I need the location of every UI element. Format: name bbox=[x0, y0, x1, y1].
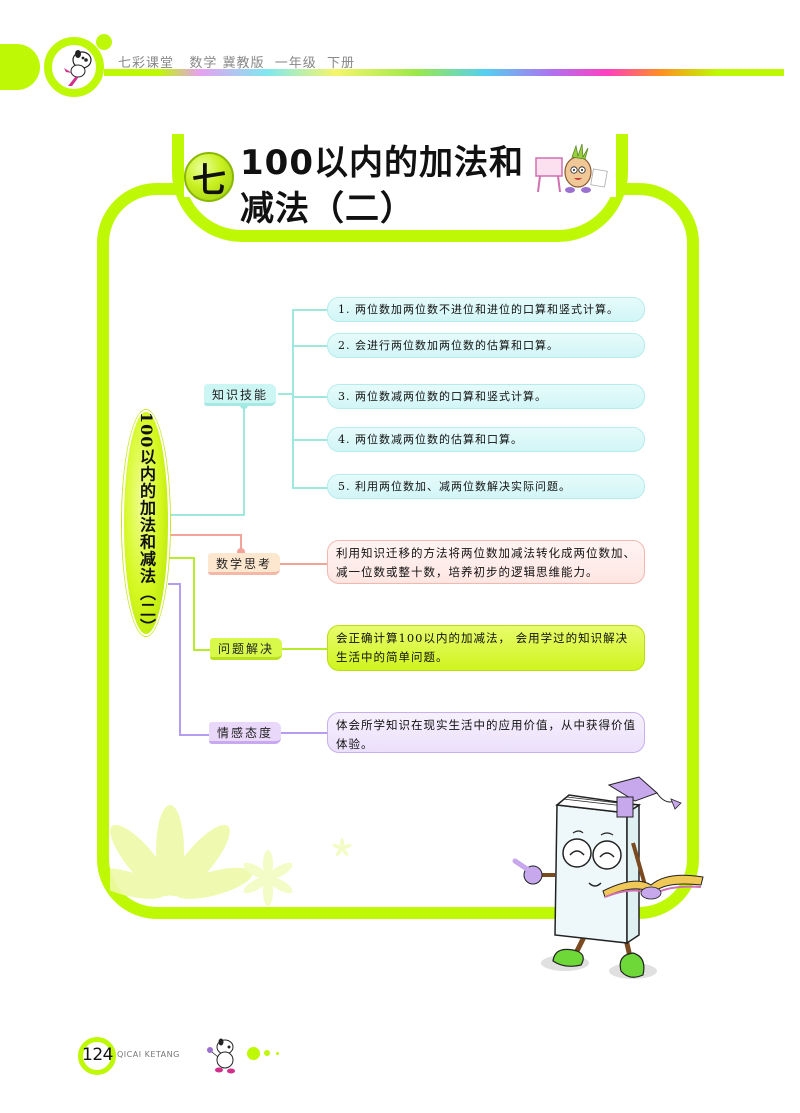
footer-brand: QICAI KETANG bbox=[117, 1050, 180, 1059]
category-knowledge-skills: 知识技能 bbox=[204, 384, 277, 406]
connector-item-2 bbox=[292, 345, 328, 347]
connector-root-emotion bbox=[168, 583, 180, 585]
connector-emotion-vertical bbox=[179, 583, 181, 735]
connector-item-4 bbox=[292, 439, 328, 441]
connector-solve-desc bbox=[277, 648, 328, 650]
page-number-ring bbox=[78, 1037, 116, 1075]
mindmap-root-label: 100以内的加法和减法（二） bbox=[137, 412, 156, 636]
problem-solving-description: 会正确计算100以内的加减法， 会用学过的知识解决生活中的简单问题。 bbox=[327, 625, 645, 671]
connector-root-thinking bbox=[168, 534, 241, 536]
connector-item-5 bbox=[292, 487, 328, 489]
connector-knowledge-trunk bbox=[278, 393, 293, 395]
math-thinking-description: 利用知识迁移的方法将两位数加减法转化成两位数加、减一位数或整十数，培养初步的逻辑… bbox=[327, 540, 645, 584]
knowledge-item: 4. 两位数减两位数的估算和口算。 bbox=[327, 427, 645, 452]
footer-decor-dot-large bbox=[247, 1047, 260, 1060]
book-character-icon bbox=[512, 776, 704, 979]
connector-emotion-desc bbox=[277, 732, 328, 734]
connector-item-1 bbox=[292, 309, 328, 311]
dog-mascot-icon bbox=[207, 1038, 235, 1074]
flower-decoration-icon bbox=[110, 805, 352, 906]
chapter-title: 100以内的加法和减法（二） bbox=[240, 143, 524, 229]
connector-thinking-desc bbox=[276, 563, 328, 565]
knowledge-item: 3. 两位数减两位数的口算和竖式计算。 bbox=[327, 384, 645, 409]
page-number: 124 bbox=[82, 1045, 113, 1065]
connector-emotion-horizontal bbox=[179, 734, 210, 736]
mindmap-root-node: 100以内的加法和减法（二） bbox=[122, 410, 170, 636]
pineapple-painter-icon bbox=[535, 143, 608, 193]
connector-root-solve bbox=[168, 557, 194, 559]
dog-mascot-icon bbox=[64, 50, 92, 86]
footer-decor-dot-medium bbox=[264, 1050, 270, 1056]
emotion-attitude-description: 体会所学知识在现实生活中的应用价值，从中获得价值体验。 bbox=[327, 712, 645, 753]
header-decor-dot bbox=[96, 34, 112, 50]
category-problem-solving: 问题解决 bbox=[210, 638, 283, 660]
connector-thinking-vertical bbox=[240, 534, 242, 554]
header-rainbow-bar bbox=[104, 69, 784, 76]
connector-root-knowledge bbox=[168, 514, 244, 516]
book-series-title: 七彩课堂 数学 冀教版 一年级 下册 bbox=[118, 56, 356, 71]
knowledge-item: 1. 两位数加两位数不进位和进位的口算和竖式计算。 bbox=[327, 297, 645, 322]
title-tab-mask bbox=[184, 177, 616, 197]
header-mascot-ring bbox=[44, 37, 104, 97]
connector-knowledge-spine bbox=[292, 309, 294, 489]
connector-solve-vertical bbox=[193, 557, 195, 650]
header-decor-blob bbox=[0, 44, 40, 90]
category-math-thinking: 数学思考 bbox=[208, 553, 281, 575]
knowledge-item: 2. 会进行两位数加两位数的估算和口算。 bbox=[327, 333, 645, 358]
knowledge-item: 5. 利用两位数加、减两位数解决实际问题。 bbox=[327, 474, 645, 499]
footer-decor-dot-small bbox=[276, 1052, 279, 1055]
connector-solve-horizontal bbox=[193, 649, 211, 651]
thinking-node-dot bbox=[237, 548, 245, 556]
chapter-number-badge: 七 bbox=[184, 152, 234, 202]
category-emotion-attitude: 情感态度 bbox=[209, 722, 282, 744]
connector-knowledge-vertical bbox=[243, 403, 245, 516]
connector-item-3 bbox=[292, 396, 328, 398]
